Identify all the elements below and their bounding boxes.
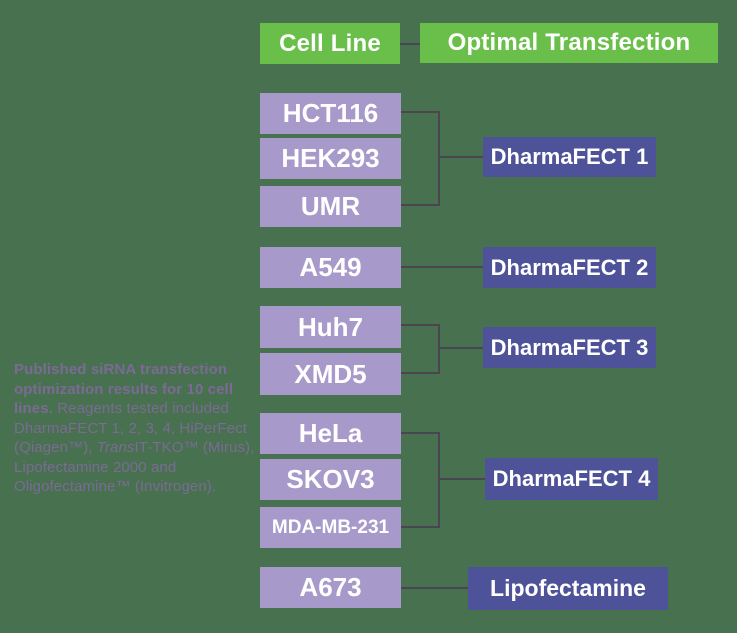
connector-header — [400, 43, 420, 45]
cell-line-box-hek293: HEK293 — [260, 138, 401, 179]
connector-group3-branch — [440, 347, 483, 349]
cell-line-box-a549: A549 — [260, 247, 401, 288]
cell-line-box-huh7: Huh7 — [260, 306, 401, 348]
caption-italic-text: Trans — [96, 439, 135, 456]
reagent-box-dharmafect-4: DharmaFECT 4 — [485, 458, 658, 500]
cell-line-box-mda-mb-231: MDA-MB-231 — [260, 507, 401, 548]
connector-group1-bus — [438, 111, 440, 206]
connector-xmd5 — [401, 372, 440, 374]
reagent-box-lipofectamine: Lipofectamine — [468, 567, 668, 610]
cell-line-box-a673: A673 — [260, 567, 401, 608]
cell-line-box-hct116: HCT116 — [260, 93, 401, 134]
connector-group4-branch — [440, 478, 485, 480]
caption-regular-text: Reagents tested included DharmaFECT 1, 2… — [14, 400, 247, 456]
figure-caption: Published siRNA transfection optimizatio… — [14, 360, 258, 497]
cell-line-box-xmd5: XMD5 — [260, 353, 401, 395]
cell-line-box-hela: HeLa — [260, 413, 401, 454]
header-optimal-transfection-box: Optimal Transfection — [420, 23, 718, 63]
cell-line-box-skov3: SKOV3 — [260, 459, 401, 500]
connector-a673 — [401, 587, 468, 589]
connector-group4-bus — [438, 432, 440, 528]
caption-bold-text: Published siRNA transfection optimizatio… — [14, 361, 234, 417]
connector-mda-mb-231 — [401, 526, 440, 528]
connector-umr — [401, 204, 440, 206]
connector-hct116 — [401, 111, 440, 113]
header-cell-line-box: Cell Line — [260, 23, 400, 64]
cell-line-box-umr: UMR — [260, 186, 401, 227]
connector-a549 — [401, 266, 483, 268]
reagent-box-dharmafect-3: DharmaFECT 3 — [483, 327, 656, 368]
reagent-box-dharmafect-1: DharmaFECT 1 — [483, 137, 656, 177]
connector-hela — [401, 432, 440, 434]
connector-group3-bus — [438, 324, 440, 374]
connector-group1-branch — [440, 156, 483, 158]
caption-end-text: IT-TKO™ (Mirus), Lipofectamine 2000 and … — [14, 439, 255, 495]
reagent-box-dharmafect-2: DharmaFECT 2 — [483, 247, 656, 288]
connector-huh7 — [401, 324, 440, 326]
